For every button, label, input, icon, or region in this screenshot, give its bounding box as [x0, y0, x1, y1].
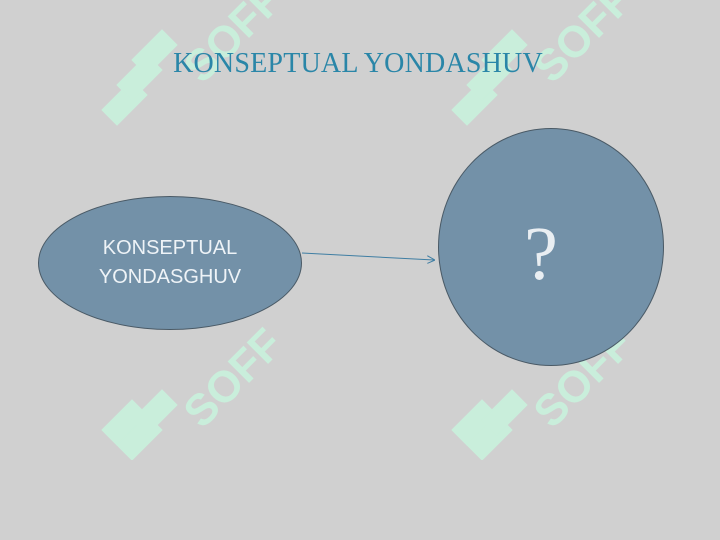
source-node-label: KONSEPTUAL YONDASGHUV [70, 234, 270, 292]
slide-title: KONSEPTUAL YONDASHUV [173, 48, 543, 79]
watermark-logo-icon: SOFF [451, 0, 642, 126]
source-node-ellipse: KONSEPTUAL YONDASGHUV [38, 196, 302, 330]
watermark-logo-icon: SOFF [101, 0, 292, 126]
question-mark-label: ? [524, 211, 558, 296]
svg-text:SOFF: SOFF [174, 319, 292, 437]
source-node-label-line1: KONSEPTUAL [102, 237, 238, 259]
target-node-circle: ? [438, 128, 664, 366]
source-node-label-line2: YONDASGHUV [98, 266, 242, 288]
watermark-logo-icon: SOFF [101, 319, 292, 460]
